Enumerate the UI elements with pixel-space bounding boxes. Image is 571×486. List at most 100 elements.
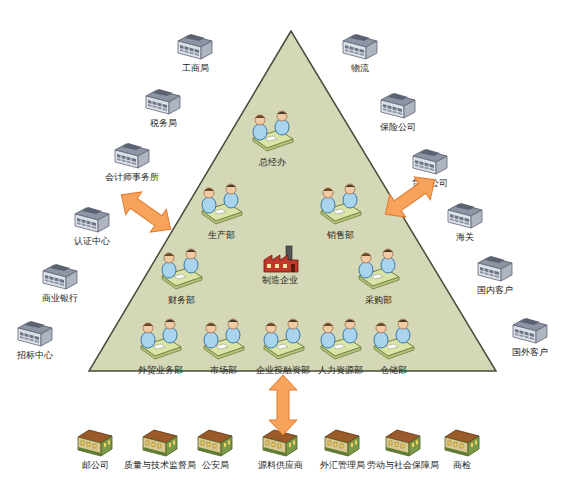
icon-graphic — [386, 430, 420, 456]
institution-node: 物流 — [322, 28, 398, 74]
department-label: 外贸业务部 — [128, 364, 192, 376]
institution-node: 公安局 — [177, 425, 253, 471]
people-icon — [368, 318, 418, 362]
people-icon — [315, 183, 365, 227]
institution-label: 商检 — [424, 459, 500, 471]
institution-node: 源料供应商 — [242, 425, 318, 471]
institution-label: 货代公司 — [392, 177, 468, 189]
institution-label: 保险公司 — [360, 121, 436, 133]
people-icon — [198, 318, 248, 362]
building-icon — [510, 312, 550, 344]
institution-label: 国外客户 — [492, 346, 568, 358]
icon-graphic — [202, 184, 242, 224]
department-label: 市场部 — [191, 364, 255, 376]
enterprise-triangle: 制造企业总经办生产部销售部财务部采购部外贸业务部市场部企业投融资部人力资源部仓储… — [88, 30, 497, 372]
institution-label: 认证中心 — [54, 235, 130, 247]
building-icon — [143, 83, 183, 115]
icon-graphic — [321, 184, 361, 224]
building-icon — [15, 315, 55, 347]
institution-node: 招标中心 — [0, 315, 73, 361]
institution-node: 邮公司 — [57, 425, 133, 471]
icon-graphic — [162, 249, 202, 289]
icon-graphic — [146, 89, 180, 114]
department-label: 人力资源部 — [308, 364, 372, 376]
institution-node: 劳动与社会保障局 — [365, 425, 441, 471]
building-icon — [195, 425, 235, 457]
department-node: 市场部 — [191, 318, 255, 376]
institution-node: 商检 — [424, 425, 500, 471]
institution-label: 质量与技术监督局 — [122, 459, 198, 471]
icon-graphic — [325, 430, 359, 456]
icon-graphic — [263, 430, 297, 456]
department-label: 仓储部 — [361, 364, 425, 376]
department-node: 企业投融资部 — [251, 318, 315, 376]
institution-node: 商业银行 — [22, 258, 98, 304]
icon-graphic — [478, 256, 512, 281]
institution-label: 税务局 — [125, 117, 201, 129]
institution-node: 质量与技术监督局 — [122, 425, 198, 471]
institution-label: 会计师事务所 — [94, 171, 170, 183]
icon-graphic — [359, 249, 399, 289]
building-icon — [112, 137, 152, 169]
building-icon — [383, 425, 423, 457]
building-icon — [445, 197, 485, 229]
department-node: 仓储部 — [361, 318, 425, 376]
department-node: 销售部 — [308, 183, 372, 241]
people-icon — [135, 318, 185, 362]
institution-node: 货代公司 — [392, 143, 468, 189]
institution-node: 国外客户 — [492, 312, 568, 358]
institution-label: 公安局 — [177, 459, 253, 471]
icon-graphic — [141, 319, 181, 359]
department-label: 财务部 — [149, 294, 213, 306]
building-icon — [175, 28, 215, 60]
institution-node: 保险公司 — [360, 87, 436, 133]
department-label: 销售部 — [308, 229, 372, 241]
building-icon — [140, 425, 180, 457]
people-icon — [247, 110, 297, 154]
department-label: 总经办 — [240, 156, 304, 168]
institution-label: 工商局 — [157, 62, 233, 74]
building-icon — [475, 250, 515, 282]
icon-graphic — [445, 430, 479, 456]
institution-node: 工商局 — [157, 28, 233, 74]
icon-graphic — [264, 319, 304, 359]
icon-graphic — [343, 34, 377, 59]
icon-graphic — [513, 318, 547, 343]
institution-label: 招标中心 — [0, 349, 73, 361]
icon-graphic — [78, 430, 112, 456]
people-icon — [315, 318, 365, 362]
department-node: 财务部 — [149, 248, 213, 306]
building-icon — [72, 201, 112, 233]
department-node: 外贸业务部 — [128, 318, 192, 376]
institution-node: 国内客户 — [457, 250, 533, 296]
double-arrow — [269, 375, 297, 435]
institution-label: 物流 — [322, 62, 398, 74]
double-arrow — [113, 183, 178, 240]
institution-node: 会计师事务所 — [94, 137, 170, 183]
department-label: 企业投融资部 — [251, 364, 315, 376]
institution-label: 商业银行 — [22, 292, 98, 304]
department-label: 采购部 — [346, 294, 410, 306]
icon-graphic — [198, 430, 232, 456]
institution-label: 劳动与社会保障局 — [365, 459, 441, 471]
people-icon — [196, 183, 246, 227]
building-icon — [378, 87, 418, 119]
institution-node: 海关 — [427, 197, 503, 243]
enterprise-label: 制造企业 — [240, 274, 320, 286]
building-icon — [40, 258, 80, 290]
people-icon — [353, 248, 403, 292]
icon-graphic — [115, 143, 149, 168]
icon-graphic — [253, 111, 293, 151]
icon-graphic — [204, 319, 244, 359]
icon-graphic — [321, 319, 361, 359]
icon-graphic — [413, 149, 447, 174]
building-icon — [442, 425, 482, 457]
building-icon — [260, 425, 300, 457]
department-node: 人力资源部 — [308, 318, 372, 376]
icon-graphic — [143, 430, 177, 456]
institution-node: 认证中心 — [54, 201, 130, 247]
institution-label: 海关 — [427, 231, 503, 243]
people-icon — [258, 318, 308, 362]
department-node: 采购部 — [346, 248, 410, 306]
